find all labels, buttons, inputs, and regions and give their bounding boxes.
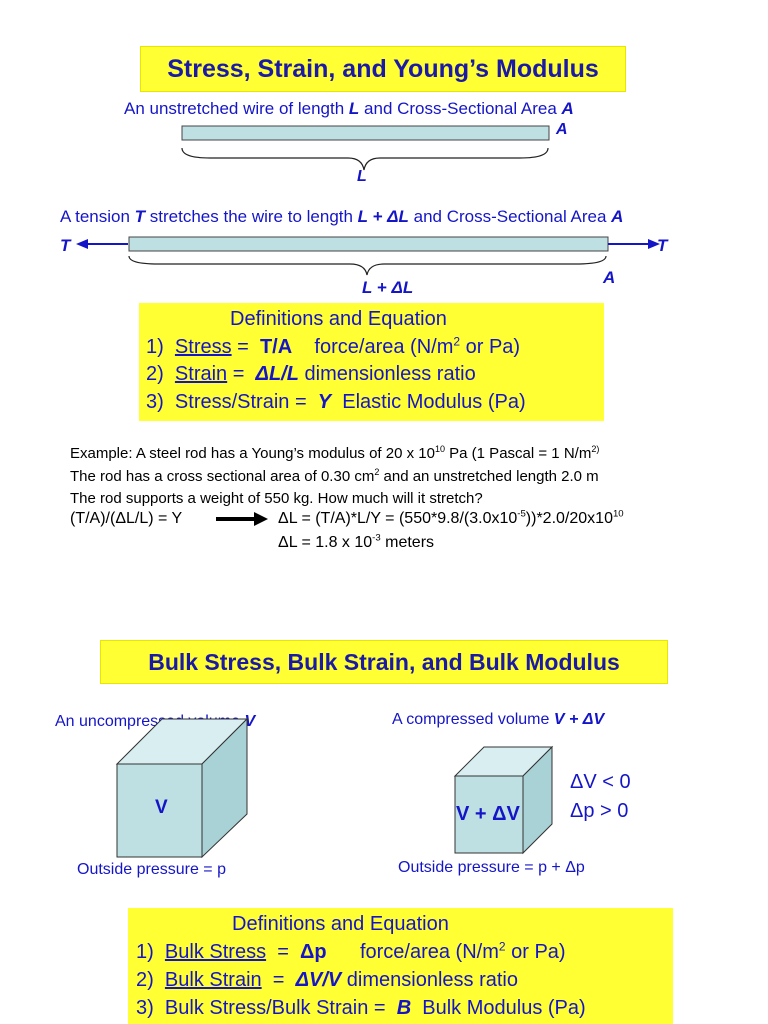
definitions-box-2 bbox=[128, 908, 673, 1024]
section2-title: Bulk Stress, Bulk Strain, and Bulk Modul… bbox=[100, 640, 668, 684]
example-line-2: The rod has a cross sectional area of 0.… bbox=[70, 467, 599, 486]
stretched-wire-diagram bbox=[76, 236, 660, 276]
definitions-box-1 bbox=[139, 303, 604, 421]
section1-title: Stress, Strain, and Young’s Modulus bbox=[140, 46, 626, 92]
definitions-heading-2: Definitions and Equation bbox=[232, 913, 449, 935]
uncompressed-cube bbox=[115, 717, 249, 859]
stretched-area-label: A bbox=[603, 268, 616, 287]
delta-v-condition: ΔV < 0 bbox=[570, 771, 631, 793]
unstretched-rod bbox=[181, 125, 550, 141]
length-brace bbox=[181, 147, 549, 171]
implies-arrow-icon bbox=[216, 512, 268, 526]
youngs-modulus-definition: 3) Stress/Strain = Y Elastic Modulus (Pa… bbox=[146, 391, 526, 413]
delta-p-condition: Δp > 0 bbox=[570, 800, 629, 822]
stretched-length-brace bbox=[128, 255, 607, 276]
tension-right-label: T bbox=[657, 236, 668, 255]
unstretched-caption: An unstretched wire of length L and Cros… bbox=[124, 99, 574, 118]
pressure-caption-1: Outside pressure = p bbox=[77, 861, 226, 878]
bulk-strain-definition: 2) Bulk Strain = ΔV/V dimensionless rati… bbox=[136, 969, 518, 991]
stress-definition: 1) Stress = T/A force/area (N/m2 or Pa) bbox=[146, 334, 521, 358]
rod-length-label: L bbox=[357, 168, 367, 185]
bulk-stress-definition: 1) Bulk Stress = Δp force/area (N/m2 or … bbox=[136, 939, 566, 963]
stretched-length-label: L + ΔL bbox=[362, 278, 414, 297]
example-result: ΔL = 1.8 x 10-3 meters bbox=[278, 532, 435, 551]
strain-definition: 2) Strain = ΔL/L dimensionless ratio bbox=[146, 363, 476, 385]
compressed-caption: A compressed volume V + ΔV bbox=[392, 711, 605, 728]
example-line-3: The rod supports a weight of 550 kg. How… bbox=[70, 490, 483, 507]
compressed-cube-label: V + ΔV bbox=[456, 803, 520, 825]
uncompressed-cube-label: V bbox=[155, 797, 168, 818]
pressure-caption-2: Outside pressure = p + Δp bbox=[398, 859, 585, 876]
unstretched-wire-diagram bbox=[181, 125, 550, 171]
example-equation-left: (T/A)/(ΔL/L) = Y bbox=[70, 510, 183, 527]
compressed-cube bbox=[453, 745, 554, 855]
tension-left-label: T bbox=[60, 236, 71, 255]
example-line-1: Example: A steel rod has a Young’s modul… bbox=[70, 444, 600, 463]
tension-caption: A tension T stretches the wire to length… bbox=[60, 207, 624, 226]
example-equation-right: ΔL = (T/A)*L/Y = (550*9.8/(3.0x10-5))*2.… bbox=[278, 508, 624, 527]
stretched-rod bbox=[128, 236, 609, 252]
rod-area-label: A bbox=[556, 121, 568, 138]
bulk-modulus-definition: 3) Bulk Stress/Bulk Strain = B Bulk Modu… bbox=[136, 997, 586, 1019]
definitions-heading-1: Definitions and Equation bbox=[230, 308, 447, 330]
